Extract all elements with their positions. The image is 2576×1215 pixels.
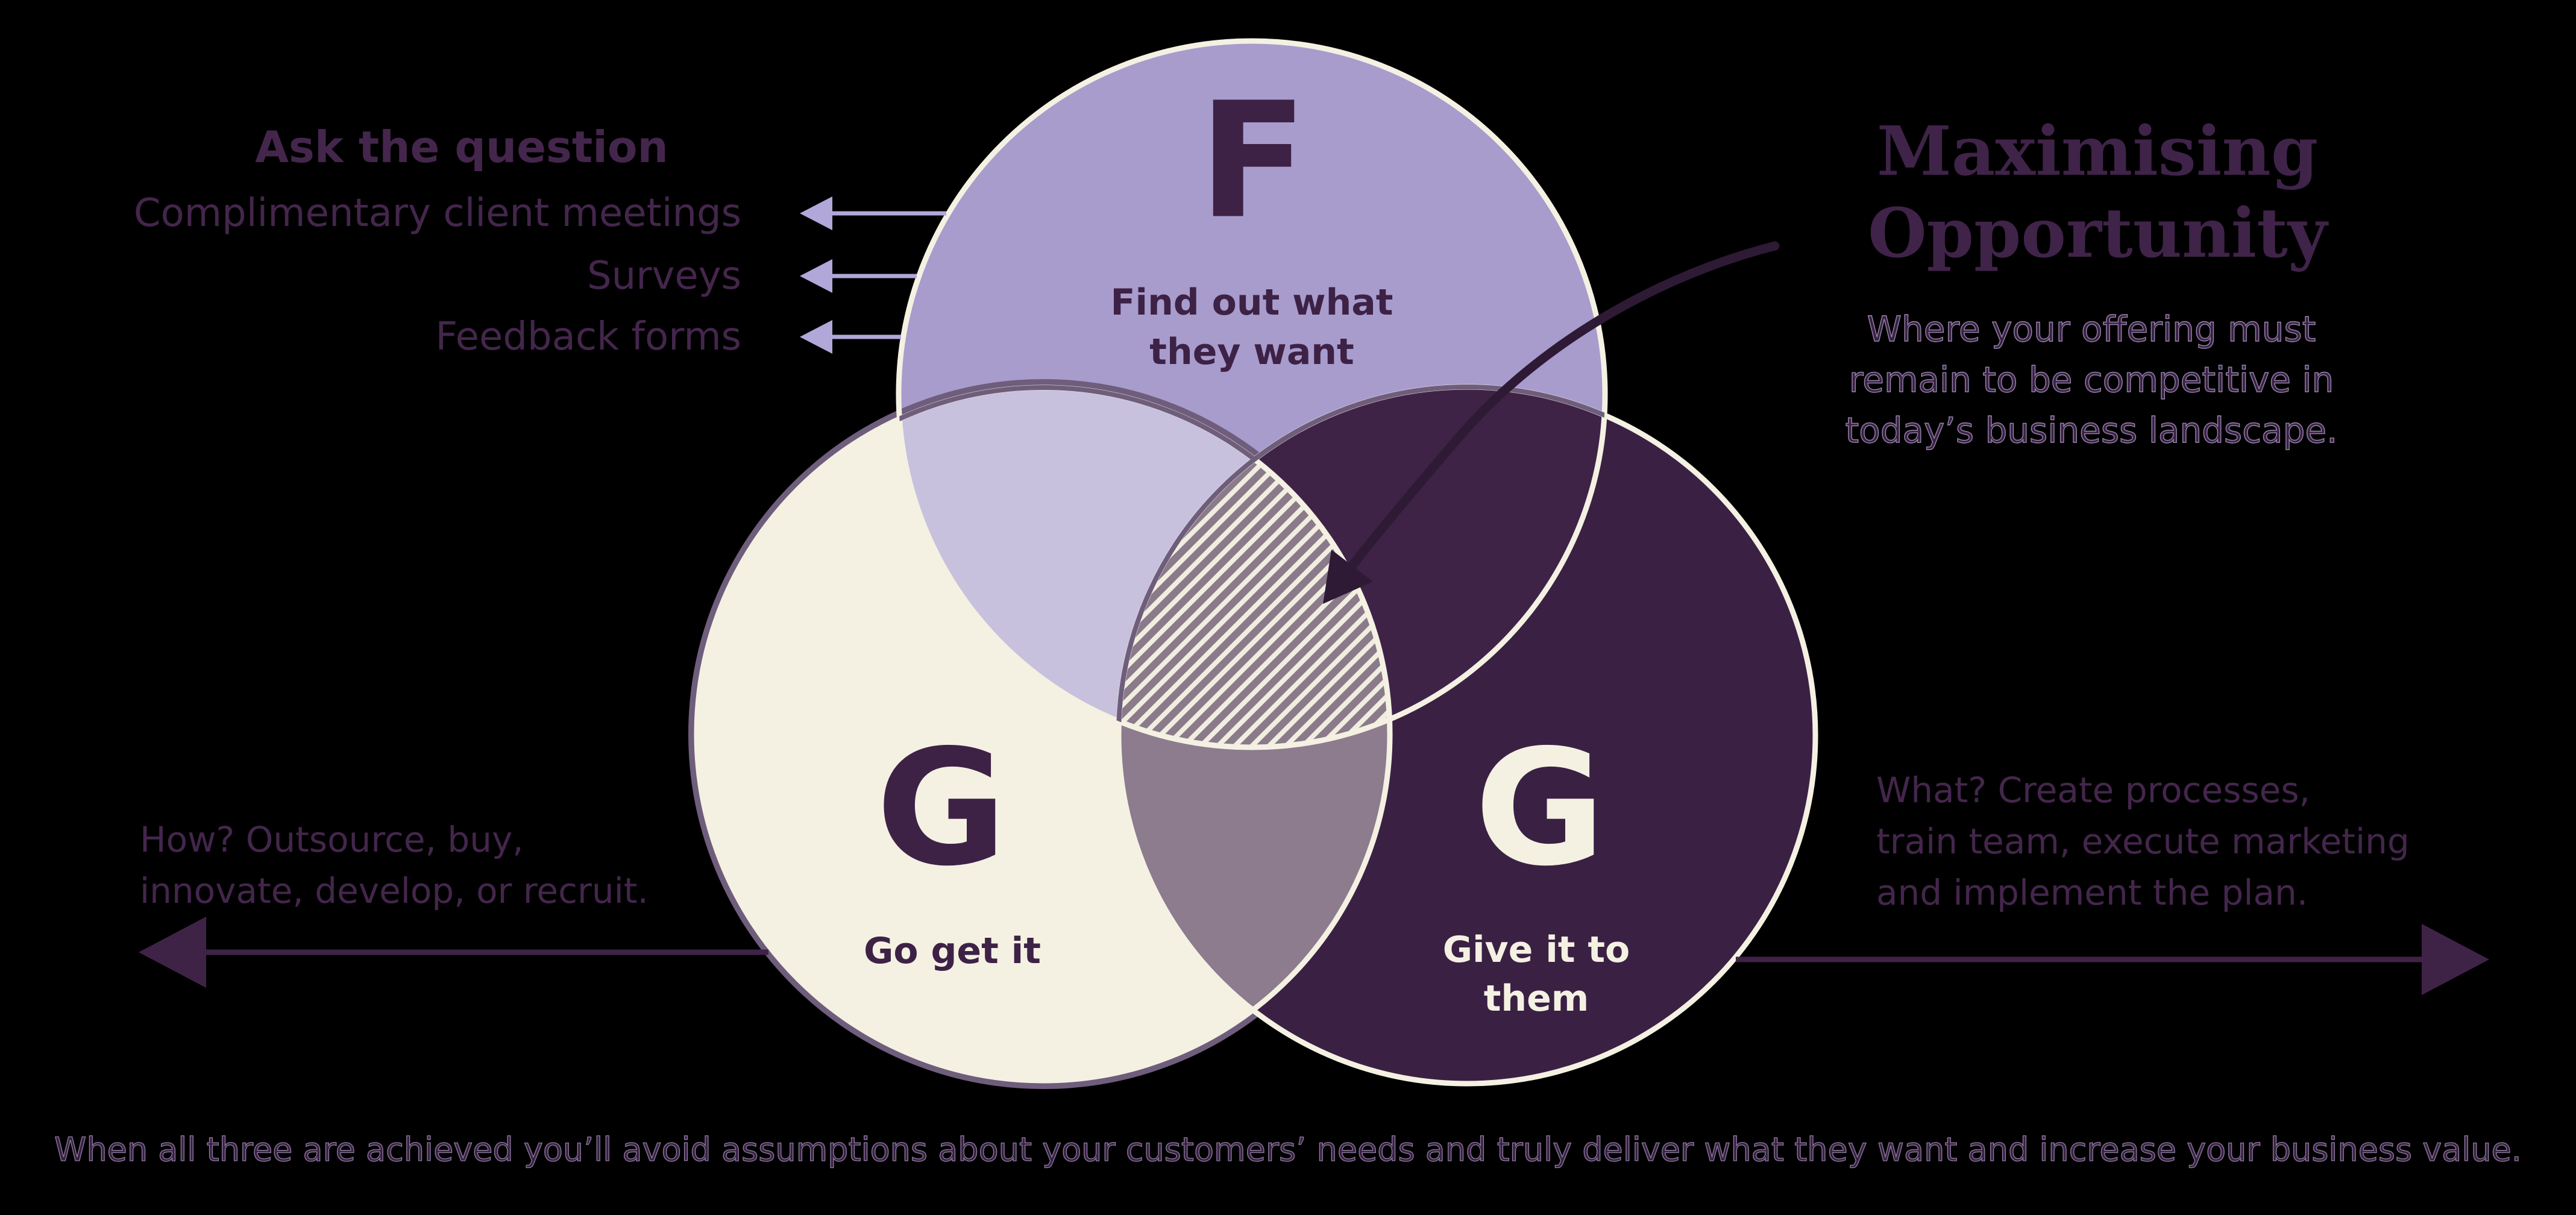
find-label-line2: they want	[1149, 331, 1354, 373]
how-line1: How? Outsource, buy,	[140, 819, 524, 860]
maximising-body-line2: remain to be competitive in	[1849, 359, 2334, 400]
ask-item-client-meetings: Complimentary client meetings	[133, 191, 741, 236]
maximising-curve-arrow	[1323, 241, 1780, 604]
what-line3: and implement the plan.	[1876, 872, 2308, 913]
ask-arrows	[830, 211, 946, 339]
give-label-line2: them	[1483, 978, 1589, 1020]
what-line2: train team, execute marketing	[1876, 821, 2410, 862]
maximising-heading-line1: Maximising	[1876, 112, 2319, 191]
ask-item-feedback-forms: Feedback forms	[435, 315, 741, 359]
letter-f: F	[1198, 68, 1307, 254]
circle-go-outer-ring	[688, 379, 1398, 1089]
letter-g-give: G	[1474, 715, 1606, 902]
go-label: Go get it	[864, 930, 1041, 972]
find-label-line1: Find out what	[1110, 281, 1393, 324]
give-label-line1: Give it to	[1442, 929, 1630, 971]
how-arrow	[139, 917, 768, 988]
letter-g-go: G	[876, 715, 1007, 902]
how-line2: innovate, develop, or recruit.	[140, 870, 649, 911]
circle-find-outline	[896, 38, 1608, 750]
bottom-caption: When all three are achieved you’ll avoid…	[54, 1131, 2522, 1169]
ask-item-surveys: Surveys	[587, 254, 741, 298]
maximising-body-line1: Where your offering must	[1867, 309, 2316, 350]
ask-heading: Ask the question	[255, 122, 668, 172]
maximising-heading-line2: Opportunity	[1868, 194, 2327, 273]
triple-overlap-hatched	[1119, 388, 1390, 747]
ask-arrowheads	[800, 196, 832, 354]
what-arrow	[1736, 924, 2489, 995]
what-line1: What? Create processes,	[1876, 770, 2310, 811]
maximising-body-line3: today’s business landscape.	[1845, 410, 2338, 451]
